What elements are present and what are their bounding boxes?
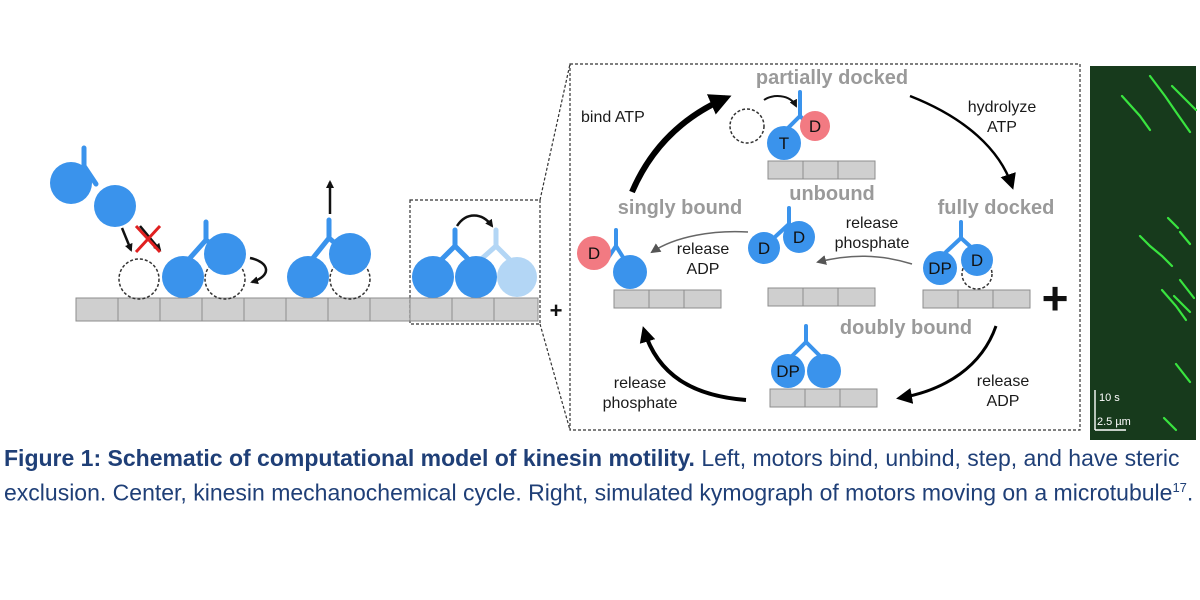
nucleotide-d-unbound-2: D <box>793 228 805 247</box>
label-hydrolyze-2: ATP <box>987 119 1017 136</box>
microtubule-fully-docked <box>922 289 1031 309</box>
label-release-adp-right-2: ADP <box>987 393 1020 410</box>
motor-unbound: D D <box>748 206 815 264</box>
motor-partially-docked: T D <box>729 90 830 160</box>
stage-unbound: unbound <box>789 183 875 205</box>
left-panel: + <box>50 63 571 431</box>
label-hydrolyze-1: hydrolyze <box>968 99 1037 116</box>
arrow-release-adp-right <box>896 325 998 404</box>
microtubule-partially-docked <box>767 160 876 180</box>
motor-fully-docked: DP D <box>923 220 993 290</box>
microtubule-doubly-bound <box>769 388 878 408</box>
figure-caption: Figure 1: Schematic of computational mod… <box>4 444 1198 508</box>
nucleotide-d-top: D <box>809 117 821 136</box>
microtubule-zoom <box>409 297 539 322</box>
label-bind-atp: bind ATP <box>581 109 645 126</box>
caption-title: Figure 1: Schematic of computational mod… <box>4 445 695 471</box>
cycle-panel: partially docked T D bind ATP hydrolyze … <box>569 63 1081 431</box>
kymograph-tracks <box>1120 74 1198 432</box>
caption-end: . <box>1186 479 1194 506</box>
plus-large: + <box>1042 272 1069 324</box>
arrow-release-phosphate-center <box>816 255 913 265</box>
label-release-phosphate-bottom-1: release <box>614 375 667 392</box>
zoom-box <box>409 199 541 325</box>
stage-fully-docked: fully docked <box>938 197 1055 219</box>
arrow-bind-atp <box>629 94 732 194</box>
motor-stepping <box>162 219 268 300</box>
kymograph-background <box>1090 66 1196 440</box>
empty-site-dashed <box>118 258 160 300</box>
motor-binding <box>50 145 136 227</box>
motor-singly-bound: D <box>577 228 647 289</box>
zoom-connector-bottom <box>539 323 571 431</box>
cycle-frame <box>569 63 1081 431</box>
exclusion-x-mark <box>134 224 162 254</box>
microtubule-left <box>75 297 411 322</box>
label-release-adp-left-1: release <box>677 241 730 258</box>
caption-reference: 17 <box>1172 480 1187 495</box>
kymograph-length-scale: 2.5 µm <box>1097 416 1131 428</box>
stage-doubly-bound: doubly bound <box>840 317 972 339</box>
arrow-release-adp-left <box>650 230 749 254</box>
arrow-release-phosphate-bottom <box>639 326 747 402</box>
nucleotide-d-singly: D <box>588 244 600 263</box>
nucleotide-t: T <box>779 134 789 153</box>
microtubule-unbound <box>767 287 876 307</box>
motor-unbinding <box>287 180 371 300</box>
arrow-hydrolyze <box>909 94 1016 190</box>
label-release-adp-right-1: release <box>977 373 1030 390</box>
label-release-adp-left-2: ADP <box>687 261 720 278</box>
stage-partially-docked: partially docked <box>756 67 908 89</box>
motor-doubly-bound: DP <box>771 324 841 388</box>
nucleotide-dp-fully: DP <box>928 259 952 278</box>
label-release-phosphate-bottom-2: phosphate <box>603 395 678 412</box>
kymograph-scale-bar <box>1094 390 1126 431</box>
label-release-phosphate-center-1: release <box>846 215 899 232</box>
plus-small: + <box>550 298 563 323</box>
kymograph-time-scale: 10 s <box>1099 392 1120 404</box>
zoom-connector-top <box>539 63 571 201</box>
stage-singly-bound: singly bound <box>618 197 742 219</box>
nucleotide-d-fully: D <box>971 251 983 270</box>
microtubule-singly-bound <box>613 289 722 309</box>
kymograph-panel: 10 s 2.5 µm <box>1090 66 1198 440</box>
label-release-phosphate-center-2: phosphate <box>835 235 910 252</box>
nucleotide-d-unbound-1: D <box>758 239 770 258</box>
caption-body: Left, motors bind, unbind, step, and hav… <box>4 445 1180 506</box>
nucleotide-dp-doubly: DP <box>776 362 800 381</box>
motor-zoom <box>412 214 537 298</box>
